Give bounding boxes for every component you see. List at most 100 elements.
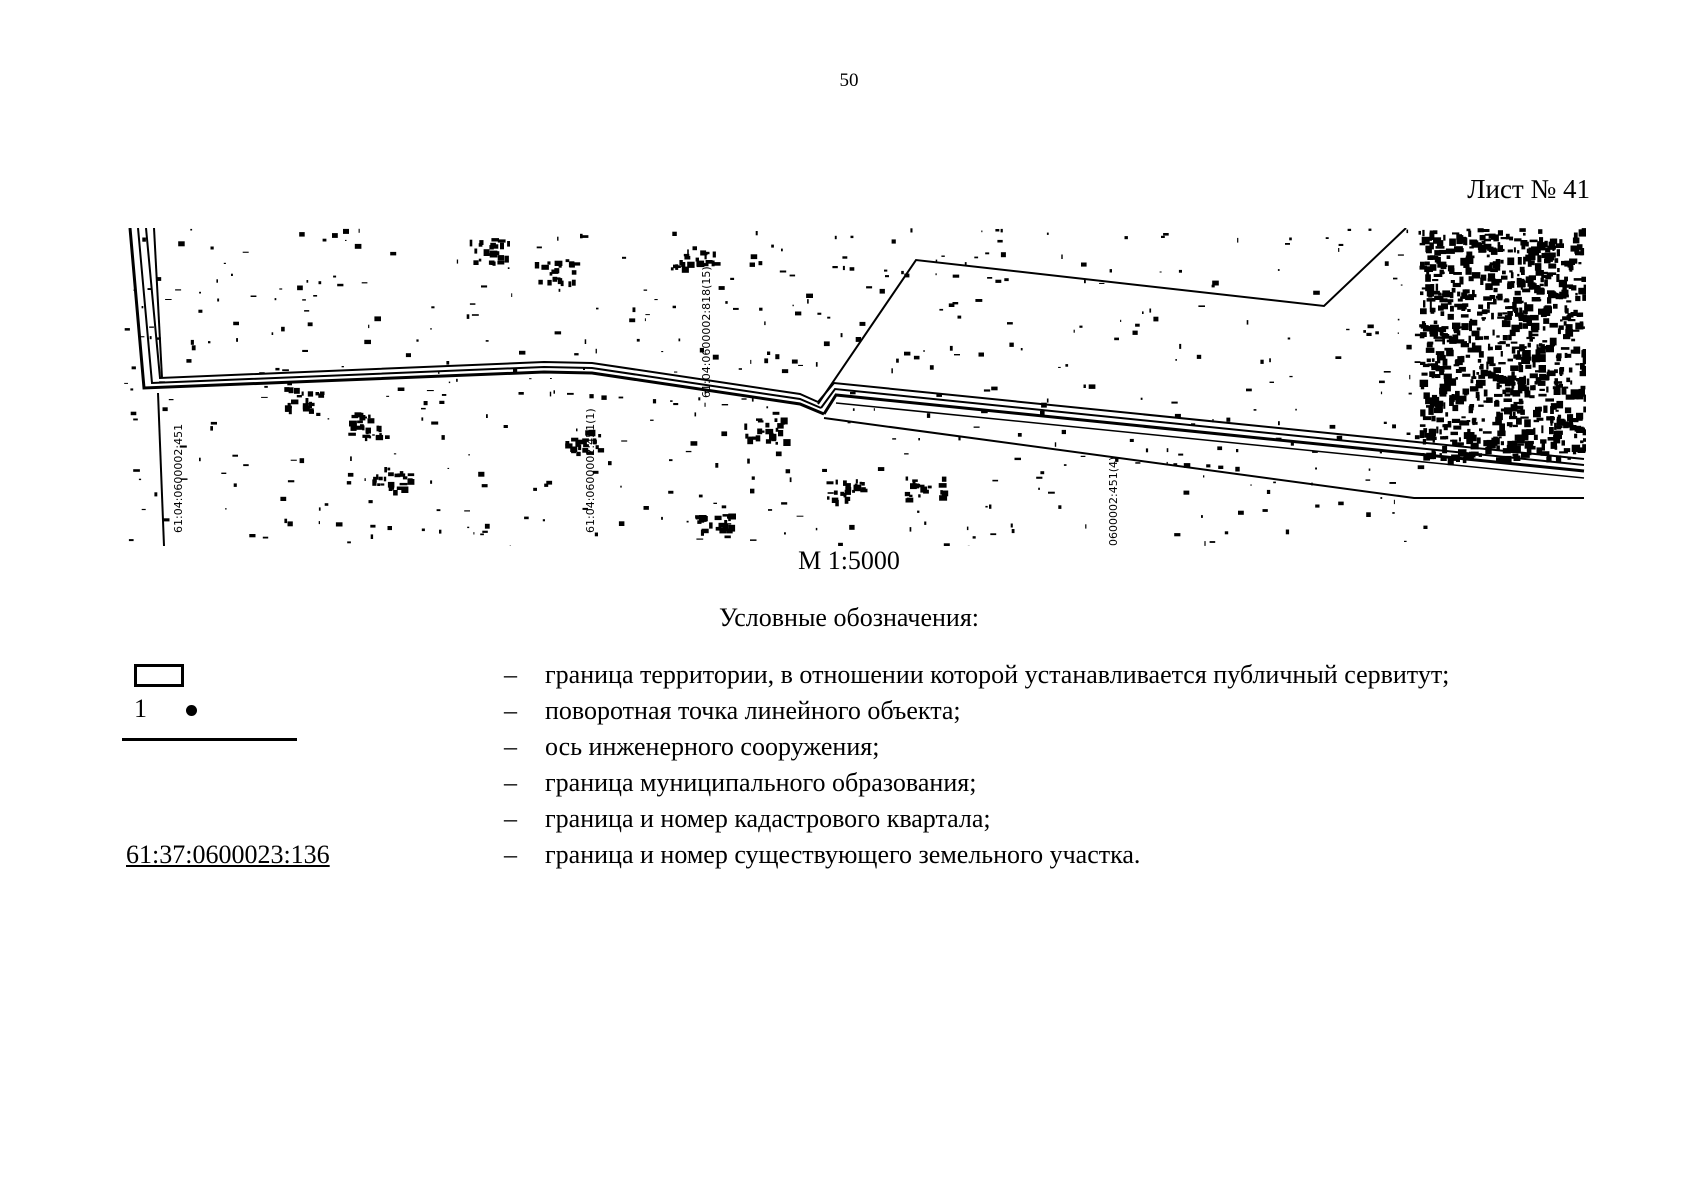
forest-speck <box>1562 316 1571 321</box>
forest-speck <box>1521 357 1531 364</box>
terrain-speck <box>1000 228 1003 233</box>
forest-speck <box>1459 276 1464 285</box>
terrain-speck <box>565 443 573 449</box>
forest-speck <box>1423 454 1430 461</box>
terrain-speck <box>488 260 495 265</box>
terrain-speck <box>430 328 432 330</box>
terrain-speck <box>822 468 827 472</box>
forest-speck <box>1466 420 1471 423</box>
forest-speck <box>1553 435 1561 444</box>
terrain-speck <box>1383 421 1387 424</box>
forest-speck <box>1507 249 1511 253</box>
terrain-speck <box>351 414 359 419</box>
forest-speck <box>1456 234 1462 241</box>
forest-speck <box>1521 244 1526 250</box>
forest-speck <box>1536 344 1539 352</box>
forest-speck <box>1483 296 1492 301</box>
terrain-speck <box>838 542 843 546</box>
forest-speck <box>1496 382 1500 390</box>
forest-speck <box>1583 438 1586 442</box>
forest-speck <box>1498 436 1502 439</box>
forest-speck <box>1558 325 1564 330</box>
forest-speck <box>1565 308 1569 314</box>
terrain-speck <box>372 434 375 436</box>
terrain-speck <box>1404 540 1407 542</box>
terrain-speck <box>847 422 851 424</box>
forest-speck <box>1426 289 1434 297</box>
forest-speck <box>1496 445 1500 451</box>
terrain-speck <box>175 289 182 291</box>
forest-speck <box>1492 261 1496 269</box>
forest-speck <box>1514 307 1519 313</box>
land-parcel-number: 61:37:0600023:136 <box>126 840 330 869</box>
terrain-speck <box>362 425 365 431</box>
terrain-speck <box>299 232 305 237</box>
forest-speck <box>1480 277 1484 285</box>
forest-speck <box>1431 365 1440 371</box>
forest-speck <box>1439 299 1443 303</box>
forest-speck <box>1470 319 1478 326</box>
servitude-boundary-symbol <box>134 664 184 687</box>
terrain-speck <box>1020 348 1023 351</box>
forest-speck <box>1426 298 1436 302</box>
forest-speck <box>1429 307 1436 313</box>
terrain-speck <box>421 417 424 421</box>
forest-speck <box>1510 249 1513 253</box>
forest-speck <box>1519 266 1525 273</box>
forest-speck <box>1527 342 1531 348</box>
terrain-speck <box>337 283 344 287</box>
terrain-speck <box>806 293 813 298</box>
forest-speck <box>1541 274 1547 279</box>
forest-speck <box>1462 293 1468 299</box>
terrain-speck <box>361 282 368 284</box>
terrain-speck <box>180 478 188 480</box>
forest-speck <box>1438 305 1444 311</box>
terrain-speck <box>497 260 505 265</box>
forest-speck <box>1516 438 1525 444</box>
legend-row-land-parcel: 61:37:0600023:136 – граница и номер суще… <box>0 840 1698 876</box>
forest-speck <box>1570 389 1580 397</box>
forest-speck <box>1571 285 1577 291</box>
terrain-speck <box>1414 361 1421 363</box>
forest-speck <box>1524 390 1531 398</box>
forest-speck <box>1436 353 1440 360</box>
forest-speck <box>1429 242 1434 250</box>
terrain-speck <box>918 438 920 441</box>
forest-speck <box>1438 249 1447 255</box>
forest-speck <box>1575 295 1581 302</box>
forest-speck <box>1462 388 1470 395</box>
forest-speck <box>1427 363 1436 366</box>
forest-speck <box>1525 364 1532 369</box>
terrain-speck <box>386 395 390 397</box>
forest-speck <box>1431 415 1436 422</box>
forest-speck <box>1420 385 1425 390</box>
terrain-speck <box>683 253 690 257</box>
forest-speck <box>1504 407 1512 415</box>
terrain-speck <box>431 306 435 309</box>
forest-speck <box>1539 354 1546 362</box>
forest-speck <box>1486 439 1493 448</box>
forest-speck <box>1483 243 1492 249</box>
forest-speck <box>1487 302 1490 309</box>
terrain-speck <box>208 341 211 344</box>
forest-speck <box>1494 278 1502 283</box>
terrain-speck <box>130 411 137 416</box>
terrain-speck <box>714 515 722 521</box>
forest-speck <box>1419 379 1429 387</box>
terrain-speck <box>1260 359 1264 364</box>
terrain-speck <box>584 339 587 344</box>
forest-speck <box>1463 241 1466 245</box>
forest-speck <box>1512 390 1521 397</box>
forest-speck <box>1527 260 1532 267</box>
forest-speck <box>1440 436 1445 440</box>
terrain-speck <box>1203 475 1205 478</box>
terrain-speck <box>399 471 404 475</box>
terrain-speck <box>644 318 646 322</box>
terrain-speck <box>678 338 681 342</box>
terrain-speck <box>1201 515 1203 518</box>
forest-speck <box>1443 424 1448 431</box>
terrain-speck <box>275 367 280 371</box>
legend-dash: – <box>504 660 517 689</box>
terrain-speck <box>478 471 485 477</box>
forest-speck <box>1543 405 1548 413</box>
